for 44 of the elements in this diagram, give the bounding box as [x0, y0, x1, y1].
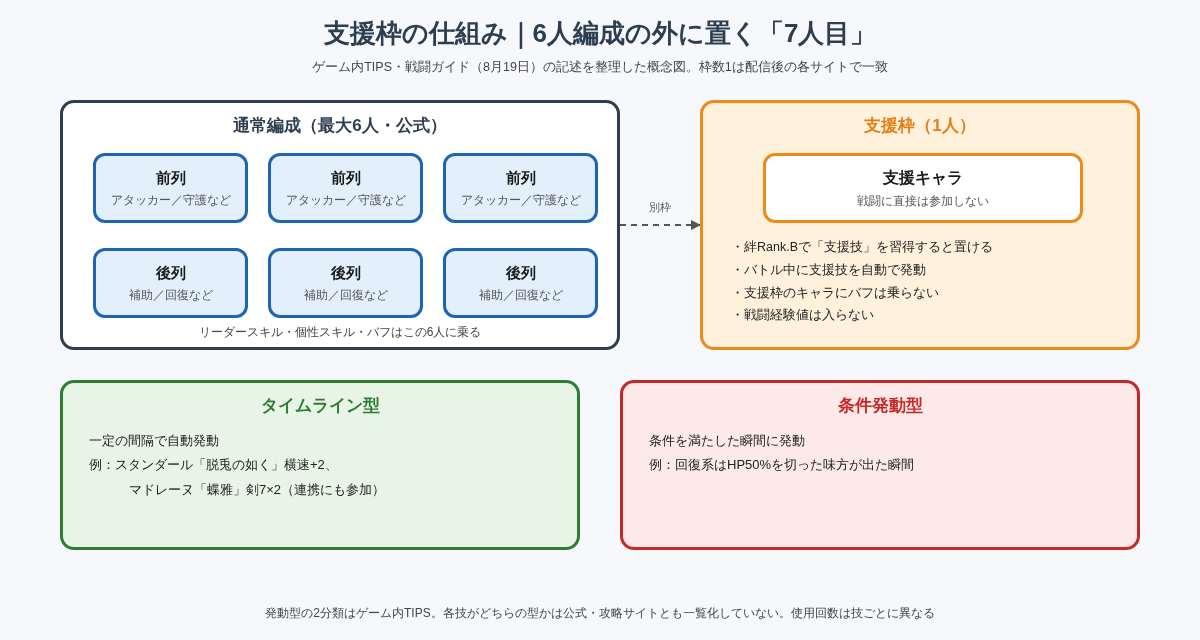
slot-box [268, 153, 423, 223]
body-text: 例：回復系はHP50%を切った味方が出た瞬間 [649, 456, 916, 474]
slot-box [443, 248, 598, 318]
slot-box [93, 153, 248, 223]
slot-box [443, 153, 598, 223]
bullet-text: ・絆Rank.Bで「支援技」を習得すると置ける [731, 239, 993, 256]
heading: 前列 [330, 167, 361, 188]
group-panel [620, 380, 1140, 550]
heading: 後列 [330, 262, 361, 283]
slot-box [268, 248, 423, 318]
heading: 前列 [155, 167, 186, 188]
footnote: 発動型の2分類はゲーム内TIPS。各技がどちらの型かは公式・攻略サイトとも一覧化していない。使用回数は技ごとに異なる [264, 605, 936, 622]
arrow [619, 220, 701, 230]
heading: タイムライン型 [259, 395, 381, 417]
bullet-text: ・支援枠のキャラにバフは乗らない [731, 284, 940, 302]
heading: 条件発動型 [836, 395, 924, 417]
subtitle: 補助／回復など [303, 287, 388, 305]
heading: 通常編成（最大6人・公式） [232, 115, 448, 137]
heading: 後列 [155, 262, 186, 283]
group-panel [700, 100, 1140, 350]
body-text: マドレーヌ「蝶雅」剣7×2（連携にも参加） [129, 480, 387, 499]
heading: 支援枠（1人） [863, 115, 977, 137]
edge-label: 別枠 [647, 199, 673, 216]
subtitle: アタッカー／守護など [460, 192, 581, 210]
group-panel [60, 380, 580, 550]
subtitle: アタッカー／守護など [110, 192, 231, 210]
subtitle: 補助／回復など [478, 287, 563, 305]
title: 支援枠の仕組み｜6人編成の外に置く「7人目」 [322, 17, 878, 51]
body-text: 条件を満たした瞬間に発動 [649, 431, 806, 450]
character-card [763, 153, 1083, 223]
subtitle: ゲーム内TIPS・戦闘ガイド（8月19日）の記述を整理した概念図。枠数1は配信後の各サイトで一致 [311, 59, 889, 76]
bullet-text: ・バトル中に支援技を自動で発動 [731, 261, 927, 279]
slot-box [93, 248, 248, 318]
subtitle: 補助／回復など [128, 287, 213, 305]
body-text: 例：スタンダール「脱兎の如く」横速+2、 [89, 456, 339, 474]
subtitle: アタッカー／守護など [285, 192, 406, 210]
bullet-text: ・戦闘経験値は入らない [731, 307, 875, 325]
group-panel [60, 100, 620, 350]
note-text: リーダースキル・個性スキル・バフはこの6人に乗る [197, 324, 483, 341]
heading: 支援キャラ [883, 168, 963, 188]
body-text: 一定の間隔で自動発動 [89, 431, 220, 450]
heading: 前列 [505, 167, 536, 188]
subtitle: 戦闘に直接は参加しない [857, 193, 989, 210]
heading: 後列 [505, 262, 536, 283]
